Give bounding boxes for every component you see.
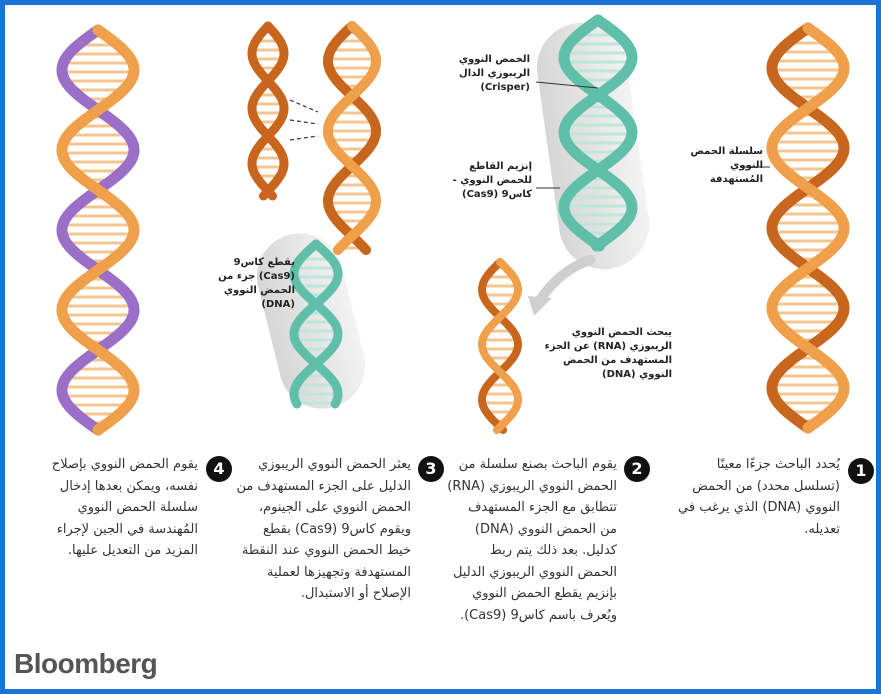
label-rna-search: يبحث الحمض النووي الريبوزي (RNA) عن الجز… — [530, 326, 672, 382]
step-2-text: يقوم الباحث بصنع سلسلة من الحمض النووي ا… — [447, 454, 617, 626]
cut-mark — [290, 136, 318, 140]
cut-mark — [290, 120, 318, 124]
step-4-text: يقوم الحمض النووي بإصلاح نفسه، ويمكن بعد… — [30, 454, 198, 562]
step-1-text: يُحدد الباحث جزءًا معينًا (تسلسل محدد) م… — [668, 454, 840, 540]
label-cas9-cut: يقطع كاس9 (Cas9) جزء من الحمض النووي (DN… — [203, 256, 295, 312]
cut-mark — [290, 100, 318, 112]
step-2-badge: 2 — [624, 456, 650, 482]
dna-helix-step2 — [482, 262, 518, 430]
label-target-strand: سلسلة الحمض النووي المُستهدفة — [675, 145, 763, 187]
bloomberg-logo: Bloomberg — [14, 648, 157, 680]
label-cas9-enzyme: إنزيم القاطع للحمض النووي - كاس9 (Cas9) — [452, 160, 532, 202]
dna-cut-fragment — [252, 26, 284, 196]
step-4-badge: 4 — [206, 456, 232, 482]
label-guide-rna: الحمض النووي الريبوزي الدال (Crisper) — [450, 53, 530, 95]
curved-arrow-icon — [528, 260, 590, 316]
step-3-text: يعثر الحمض النووي الريبوزي الدليل على ال… — [235, 454, 411, 605]
step-3-badge: 3 — [418, 456, 444, 482]
dna-helix-step4 — [62, 30, 134, 430]
dna-helix-step3 — [328, 26, 376, 250]
step-1-badge: 1 — [848, 458, 874, 484]
dna-helix-step1 — [772, 28, 844, 428]
